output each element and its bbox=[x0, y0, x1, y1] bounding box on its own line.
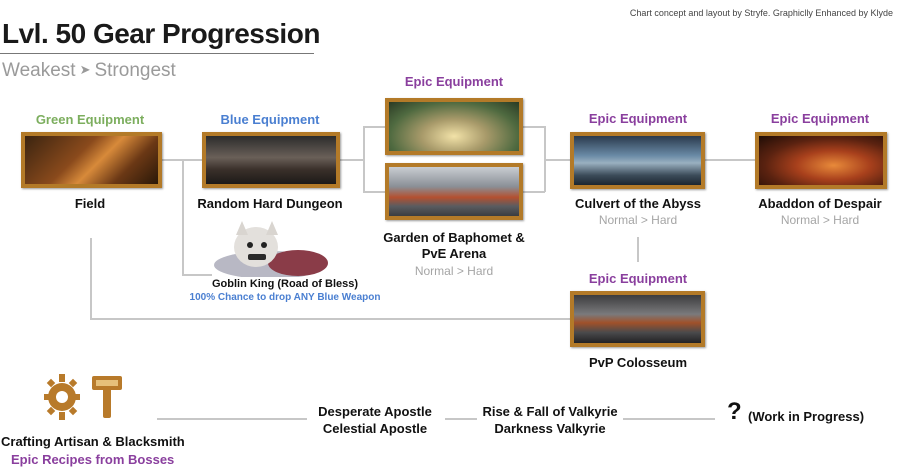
node-culvert: Culvert of the Abyss bbox=[575, 196, 701, 211]
garden-thumbnail-top bbox=[385, 98, 523, 155]
connector-field-pvp-horizontal bbox=[90, 318, 570, 320]
crafting-label: Crafting Artisan & Blacksmith bbox=[1, 434, 185, 449]
random-hard-thumbnail bbox=[202, 132, 340, 188]
tier-blue-label: Blue Equipment bbox=[220, 112, 320, 127]
title-underline bbox=[0, 53, 314, 54]
connector-field-pvp-vertical bbox=[90, 238, 92, 320]
recipe-celestial-apostle: Celestial Apostle bbox=[322, 421, 428, 436]
node-random-hard-dungeon: Random Hard Dungeon bbox=[197, 196, 343, 211]
gear-icon bbox=[44, 374, 80, 420]
culvert-thumbnail bbox=[570, 132, 705, 189]
connector-culvert-pvp bbox=[637, 237, 639, 262]
connector-field-random bbox=[162, 159, 202, 161]
garden-arena-image bbox=[389, 102, 519, 151]
work-in-progress-label: (Work in Progress) bbox=[748, 409, 865, 424]
connector-culvert-abaddon bbox=[705, 159, 755, 161]
field-image bbox=[25, 136, 158, 184]
credit-text: Chart concept and layout by Stryfe. Grap… bbox=[629, 8, 893, 18]
goblin-king-icon bbox=[208, 221, 332, 279]
tier-epic-garden-label: Epic Equipment bbox=[404, 74, 504, 89]
connector-craft-3 bbox=[623, 418, 715, 420]
garden-difficulty: Normal > Hard bbox=[414, 264, 494, 278]
strongest-label: Strongest bbox=[94, 60, 176, 81]
tier-green-label: Green Equipment bbox=[35, 112, 145, 127]
abaddon-difficulty: Normal > Hard bbox=[780, 213, 860, 227]
connector-garden-top bbox=[363, 126, 385, 128]
connector-garden-vertical bbox=[363, 126, 365, 192]
hammer-icon bbox=[90, 374, 124, 420]
garden-pve-image bbox=[389, 167, 519, 216]
connector-garden-culvert bbox=[544, 159, 572, 161]
culvert-image bbox=[574, 136, 701, 185]
goblin-king-drop: 100% Chance to drop ANY Blue Weapon bbox=[189, 292, 381, 303]
node-garden-line1: Garden of Baphomet & bbox=[383, 230, 525, 245]
node-abaddon: Abaddon of Despair bbox=[758, 196, 882, 211]
culvert-difficulty: Normal > Hard bbox=[598, 213, 678, 227]
random-hard-image bbox=[206, 136, 336, 184]
tier-epic-culvert-label: Epic Equipment bbox=[588, 111, 688, 126]
node-field: Field bbox=[74, 196, 106, 211]
connector-garden-right-top bbox=[523, 126, 545, 128]
recipe-rise-fall-valkyrie: Rise & Fall of Valkyrie bbox=[482, 404, 618, 419]
page-title: Lvl. 50 Gear Progression bbox=[2, 18, 320, 49]
question-mark-icon: ? bbox=[727, 398, 742, 425]
abaddon-image bbox=[759, 136, 883, 185]
connector-random-garden bbox=[340, 159, 364, 161]
progression-subtitle: Weakest➤Strongest bbox=[2, 60, 176, 82]
node-pvp-colosseum: PvP Colosseum bbox=[588, 355, 688, 370]
crafting-subtitle: Epic Recipes from Bosses bbox=[11, 452, 175, 467]
tier-epic-abaddon-label: Epic Equipment bbox=[770, 111, 870, 126]
node-garden-line2: PvE Arena bbox=[421, 246, 487, 261]
connector-garden-right-bottom bbox=[523, 191, 545, 193]
field-thumbnail bbox=[21, 132, 162, 188]
pvp-image bbox=[574, 295, 701, 343]
connector-craft-2 bbox=[445, 418, 477, 420]
connector-random-goblin-horizontal bbox=[182, 274, 212, 276]
arrow-right-icon: ➤ bbox=[79, 62, 91, 77]
recipe-darkness-valkyrie: Darkness Valkyrie bbox=[494, 421, 606, 436]
tier-epic-pvp-label: Epic Equipment bbox=[588, 271, 688, 286]
goblin-king-name: Goblin King (Road of Bless) bbox=[211, 278, 359, 290]
abaddon-thumbnail bbox=[755, 132, 887, 189]
connector-random-goblin-vertical bbox=[182, 161, 184, 276]
connector-garden-bottom bbox=[363, 191, 385, 193]
pvp-thumbnail bbox=[570, 291, 705, 347]
garden-thumbnail-bottom bbox=[385, 163, 523, 220]
weakest-label: Weakest bbox=[2, 60, 76, 81]
connector-craft-1 bbox=[157, 418, 307, 420]
recipe-desperate-apostle: Desperate Apostle bbox=[318, 404, 432, 419]
